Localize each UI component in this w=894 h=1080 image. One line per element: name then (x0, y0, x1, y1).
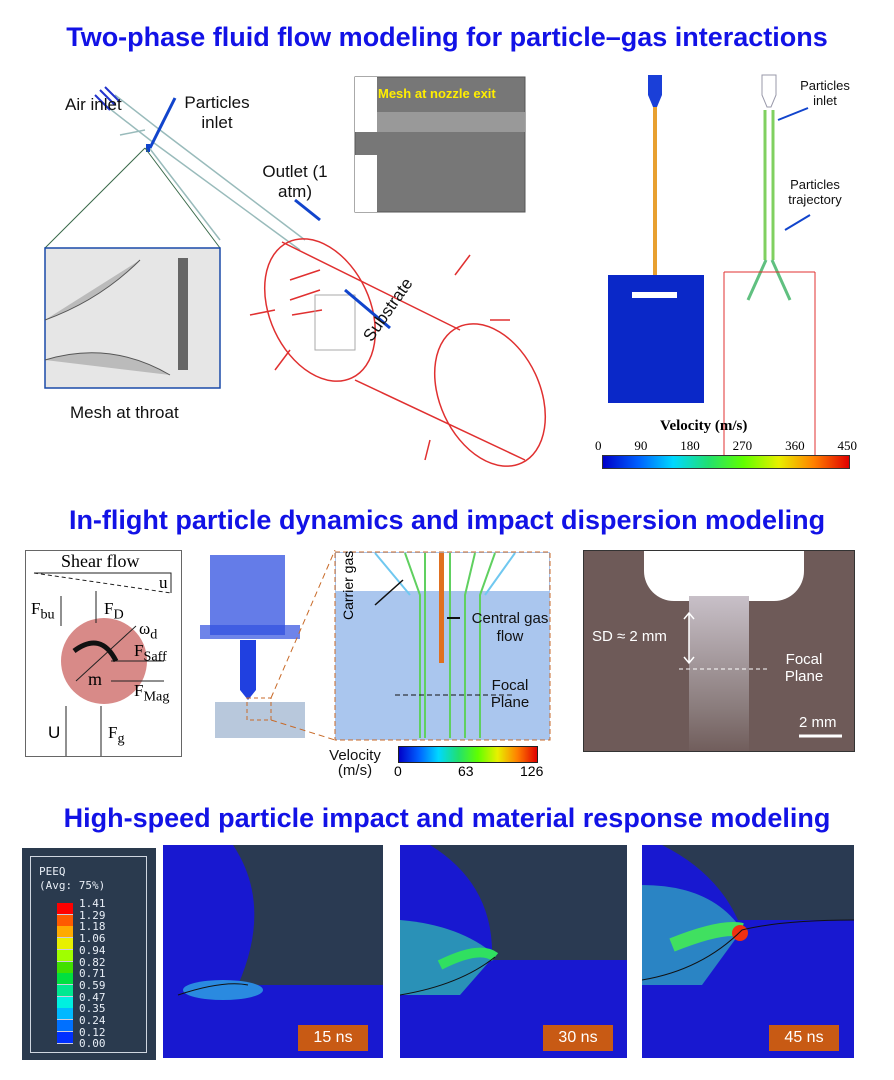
particle-trajectory-right (723, 74, 817, 469)
legend-value: 1.29 (79, 908, 106, 922)
legend-value: 1.18 (79, 920, 106, 934)
legend-swatch (57, 1020, 73, 1032)
particles-inlet-label: Particles inlet (184, 93, 250, 132)
tick: 0 (595, 438, 602, 453)
mesh-throat-callout (44, 147, 221, 249)
f-mag-label: FMag (134, 681, 170, 705)
legend-value: 0.00 (79, 1037, 106, 1051)
tick: 63 (458, 763, 474, 779)
mass-label: m (88, 669, 103, 689)
substrate-box (314, 294, 356, 351)
substrate-arrow (344, 288, 391, 330)
impact-frame-45ns: 45 ns (642, 845, 854, 1058)
velocity-colorbar-ticks: 0 90 180 270 360 450 (595, 438, 857, 454)
legend-value: 0.24 (79, 1014, 106, 1027)
throat-mesh-shape (44, 259, 171, 376)
shear-flow-label: Shear flow (61, 551, 140, 571)
section2-title: In-flight particle dynamics and impact d… (68, 505, 826, 535)
tick: 360 (785, 438, 805, 453)
legend-swatch (57, 961, 73, 974)
nozzle-geometry (104, 94, 306, 251)
velocity-colorbar (602, 455, 850, 469)
focal-plane-label: Focal Plane (490, 677, 530, 711)
U-label: U (48, 723, 61, 742)
tick: 450 (837, 438, 857, 453)
legend-swatch (57, 926, 73, 939)
impact-frame-30ns: 30 ns (400, 845, 627, 1058)
scale-bar-label: 2 mm (799, 714, 837, 731)
f-g-label: Fg (108, 723, 125, 747)
outlet-domain (263, 238, 547, 467)
legend-value: 0.47 (79, 990, 106, 1004)
legend-swatch (57, 903, 73, 915)
legend-swatch (57, 1008, 73, 1021)
legend-swatch (57, 949, 73, 962)
time-label: 45 ns (769, 1025, 839, 1051)
tick: 0 (394, 763, 402, 779)
outlet-arrows (249, 254, 510, 461)
time-label: 30 ns (543, 1025, 613, 1051)
omega-label: ωd (139, 619, 158, 643)
legend-value: 0.94 (79, 943, 106, 957)
legend-value: 0.82 (79, 955, 106, 969)
legend-swatch (57, 996, 73, 1009)
velocity-colorbar-title: Velocity (m/s) (660, 418, 748, 434)
legend-swatch (57, 1031, 73, 1044)
legend-value: 0.71 (79, 967, 106, 981)
outlet-label: Outlet (1 atm) (262, 162, 328, 201)
velocity-label-2: Velocity (m/s) (329, 747, 381, 779)
legend-swatch (57, 973, 73, 986)
central-gas-flow-label: Central gas flow (471, 610, 549, 645)
section1-graphics (44, 74, 817, 469)
mesh-nozzle-image (354, 76, 526, 213)
air-inlet-label: Air inlet (65, 95, 122, 114)
legend-swatch (57, 984, 73, 997)
rotation-arrow-icon (72, 640, 119, 663)
mesh-nozzle-label: Mesh at nozzle exit (378, 86, 496, 101)
legend-value: 1.41 (79, 897, 106, 910)
streamline-graphics (200, 550, 551, 741)
tick: 270 (732, 438, 753, 453)
velocity-contour-left (608, 75, 704, 403)
section1-title: Two-phase fluid flow modeling for partic… (66, 22, 828, 52)
tick: 90 (634, 438, 648, 453)
f-d-label: FD (104, 599, 124, 623)
force-diagram: Shear flow u Fbu FD ωd FSaff FMag m U Fg (25, 550, 182, 757)
particles-trajectory-label: Particles trajectory (788, 177, 842, 207)
time-label: 15 ns (298, 1025, 368, 1051)
carrier-gas-label: Carrier gas (340, 550, 356, 620)
tick: 126 (520, 763, 544, 779)
throat-rod (178, 258, 188, 370)
f-bu-label: Fbu (31, 599, 55, 623)
legend-avg: (Avg: 75%) (39, 879, 106, 892)
right-particles-inlet-label: Particles inlet (800, 78, 850, 108)
legend-value: 0.12 (79, 1025, 106, 1039)
outlet-arrow (294, 198, 321, 222)
legend-title: PEEQ (39, 865, 66, 878)
legend-swatch (57, 938, 73, 951)
legend-swatch (57, 914, 73, 927)
legend-value: 0.59 (79, 978, 106, 992)
velocity-colorbar-2 (398, 746, 538, 763)
impact-frame-15ns: 15 ns (163, 845, 383, 1058)
sd-label: SD ≈ 2 mm (592, 628, 667, 645)
u-label: u (159, 573, 168, 592)
tick: 180 (680, 438, 700, 453)
jet-photo: SD ≈ 2 mm Focal Plane 2 mm (583, 550, 855, 752)
f-saff-label: FSaff (134, 641, 167, 665)
particle-sphere (61, 618, 147, 704)
particles-inlet-arrow (148, 97, 177, 149)
legend-value: 1.06 (79, 932, 106, 946)
mesh-throat-label: Mesh at throat (70, 403, 179, 422)
photo-focal-plane-label: Focal Plane (784, 651, 824, 685)
legend-value: 0.35 (79, 1002, 106, 1016)
section3-title: High-speed particle impact and material … (63, 803, 831, 833)
air-inlet-arrows (94, 86, 121, 111)
